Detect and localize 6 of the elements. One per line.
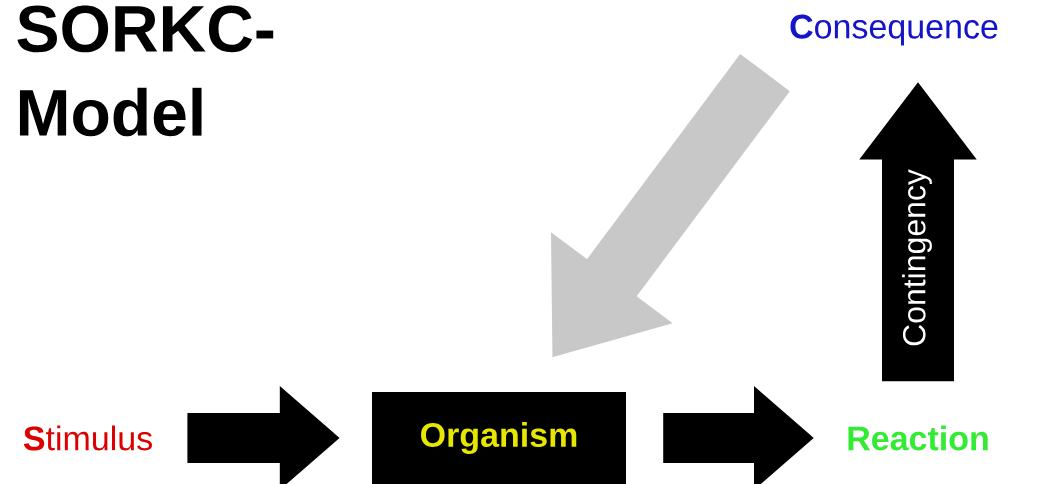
title: SORKC- Model [17, 5, 274, 137]
organism-box: Organism [372, 392, 626, 484]
reaction-label: Reaction [848, 425, 988, 451]
edge-label: Contingency [902, 169, 932, 346]
stimulus-label: Stimulus [23, 425, 152, 451]
consequence-label: Consequence [790, 14, 998, 46]
